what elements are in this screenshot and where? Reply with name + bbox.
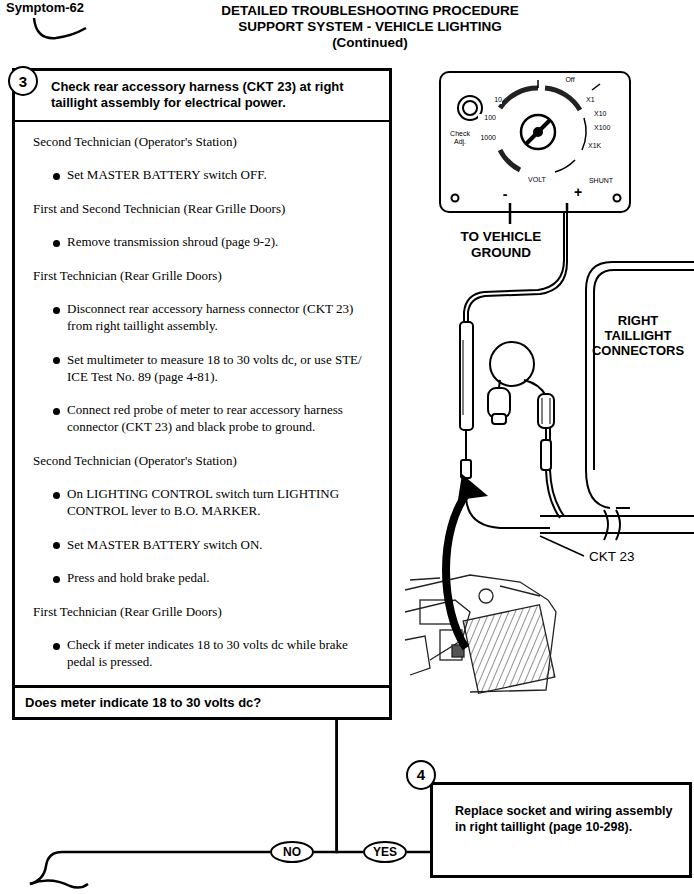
- multimeter: [440, 72, 630, 224]
- connector-line: [407, 851, 430, 854]
- dial-marking: Check Adj.: [446, 130, 474, 146]
- step-heading: Check rear accessory harness (CKT 23) at…: [51, 79, 379, 112]
- technician-role: First Technician (Rear Grille Doors): [33, 268, 375, 285]
- page-title: DETAILED TROUBLESHOOTING PROCEDURE SUPPO…: [212, 3, 528, 52]
- vehicle-sketch: [405, 575, 556, 693]
- dial-marking: X1K: [588, 142, 610, 150]
- flow-connector: [407, 852, 430, 853]
- dial-marking: 100: [478, 114, 496, 122]
- step-box-text: Replace socket and wiring assembly in ri…: [455, 803, 675, 836]
- step-number-text: 4: [417, 765, 425, 785]
- instruction-item: Remove transmission shroud (page 9-2).: [53, 234, 375, 251]
- technician-role: Second Technician (Operator's Station): [33, 453, 375, 470]
- connector-line: [314, 717, 337, 852]
- dial-marking: X1: [586, 96, 608, 104]
- answer-oval-text: YES: [373, 845, 397, 859]
- part-label: RIGHT TAILLIGHT CONNECTORS: [586, 314, 690, 359]
- flow-connector: [337, 717, 363, 852]
- dial-marking: X100: [594, 124, 620, 132]
- taillight-housing: [540, 262, 694, 556]
- dial-marking: SHUNT: [584, 177, 618, 185]
- dial-marking: 1000: [474, 134, 496, 142]
- step-number-text: 3: [19, 73, 27, 90]
- instruction-item: Disconnect rear accessory harness connec…: [53, 301, 375, 335]
- answer-oval: YES: [363, 841, 407, 863]
- connector-line: [337, 717, 363, 852]
- continuation-mark: [34, 18, 86, 38]
- instruction-item: Set MASTER BATTERY switch OFF.: [53, 167, 375, 184]
- question-box: Does meter indicate 18 to 30 volts dc?: [15, 685, 389, 717]
- instruction-item: On LIGHTING CONTROL switch turn LIGHTING…: [53, 486, 375, 520]
- locator-arrow: [446, 474, 488, 648]
- step-box: Replace socket and wiring assembly in ri…: [430, 782, 692, 878]
- dial-marking: X10: [594, 110, 616, 118]
- technician-role: First Technician (Rear Grille Doors): [33, 604, 375, 621]
- instruction-item: Press and hold brake pedal.: [53, 570, 375, 587]
- terminal-sign: -: [500, 186, 510, 202]
- dial-marking: Off: [560, 76, 580, 84]
- technician-role: Second Technician (Operator's Station): [33, 134, 375, 151]
- flow-connector: [314, 717, 337, 852]
- symptom-number: Symptom-62: [6, 1, 116, 16]
- instruction-item: Set multimeter to measure 18 to 30 volts…: [53, 352, 375, 386]
- answer-oval: NO: [270, 841, 314, 863]
- dial-marking: 10: [486, 96, 502, 104]
- question-box-text: Does meter indicate 18 to 30 volts dc?: [25, 695, 379, 710]
- instruction-item: Set MASTER BATTERY switch ON.: [53, 537, 375, 554]
- instruction-item: Connect red probe of meter to rear acces…: [53, 402, 375, 436]
- flow-line: [30, 852, 270, 884]
- terminal-sign: +: [572, 184, 584, 200]
- instruction-item: Check if meter indicates 18 to 30 volts …: [53, 637, 375, 671]
- technician-role: First and Second Technician (Rear Grille…: [33, 201, 375, 218]
- step-number: 4: [406, 760, 436, 790]
- continuation-mark: [30, 880, 88, 887]
- step-number: 3: [8, 66, 38, 96]
- answer-oval-text: NO: [283, 845, 301, 859]
- dial-marking: VOLT: [523, 176, 551, 184]
- circuit-label: CKT 23: [589, 549, 659, 565]
- part-label: TO VEHICLE GROUND: [446, 229, 556, 260]
- step-box: Check rear accessory harness (CKT 23) at…: [12, 68, 392, 720]
